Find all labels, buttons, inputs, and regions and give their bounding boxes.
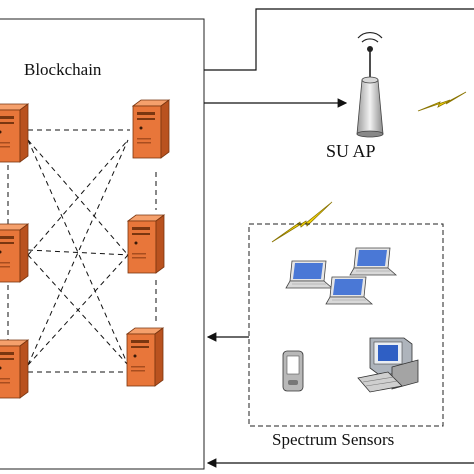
laptop-icon (285, 260, 333, 289)
laptop-icon (325, 276, 373, 305)
server-icon (0, 339, 29, 399)
laptop-icon (349, 247, 397, 276)
access-point-icon (356, 32, 384, 138)
lightning-icon (271, 201, 333, 243)
server-icon (127, 214, 165, 274)
pda-icon (282, 350, 304, 392)
top-link-line (204, 8, 474, 71)
lightning-icon (417, 91, 467, 112)
mesh-connections (7, 129, 157, 373)
su-ap-label: SU AP (326, 141, 376, 161)
server-icon (0, 223, 29, 283)
blockchain-label: Blockchain (24, 60, 102, 79)
server-icon (0, 103, 29, 163)
desktop-computer-icon (357, 337, 419, 393)
spectrum-sensors-box (248, 223, 444, 427)
blockchain-box (0, 18, 205, 470)
spectrum-sensors-label: Spectrum Sensors (272, 430, 395, 449)
server-icon (132, 99, 170, 159)
server-icon (126, 327, 164, 387)
